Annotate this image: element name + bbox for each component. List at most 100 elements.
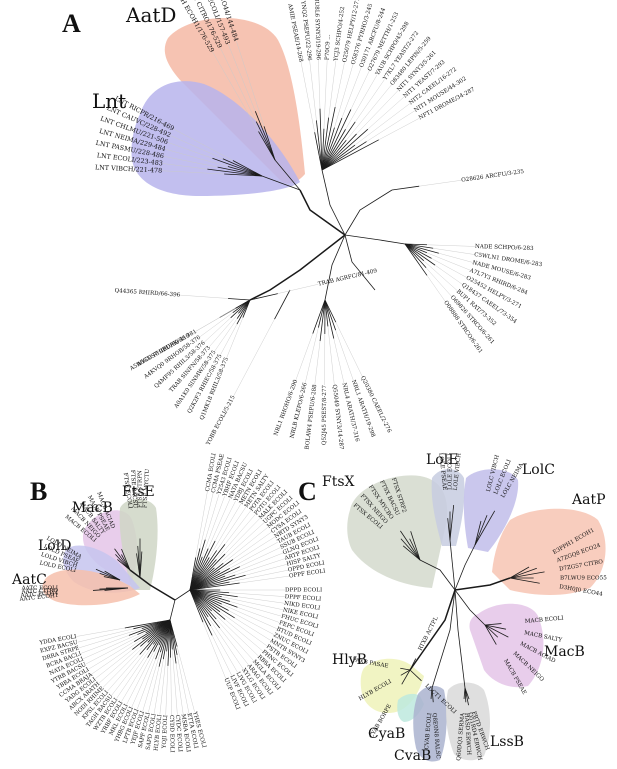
top-guide — [355, 104, 410, 145]
left-lower-guide — [227, 318, 243, 358]
bottom-leaf-label: Q55049 SYNY3/14-287 — [331, 384, 344, 450]
top-guide — [346, 75, 378, 129]
other-bottom-guide — [103, 642, 148, 687]
other-bottom-guide — [172, 649, 177, 714]
top-guide — [301, 62, 315, 132]
other-bottom-guide — [76, 628, 124, 637]
bottom-guide — [296, 334, 313, 380]
backbone-branch — [250, 235, 345, 300]
other-bottom-guide — [171, 658, 172, 715]
other-right-guide — [203, 622, 226, 678]
right-upper-leaf-label: O28626 ARCFU/3-235 — [461, 169, 525, 184]
other-right-guide — [229, 593, 285, 597]
aatp-leaf-label: B7LWU9 ECO55 — [560, 576, 607, 582]
right-guide — [424, 261, 457, 291]
other-top-guide — [225, 511, 251, 545]
bottom-branch — [318, 300, 325, 328]
other-bottom-guide — [81, 635, 129, 653]
internal-branch — [322, 170, 345, 235]
other-right-guide — [211, 626, 238, 672]
other-top-guide — [202, 496, 224, 557]
other-right-guide — [235, 618, 271, 640]
bottom-leaf-label: BOLAW4 PSEPU/6-288 — [305, 384, 319, 450]
top-guide — [368, 97, 404, 129]
other-bottom-guide — [89, 642, 135, 669]
other-top-guide — [215, 501, 235, 541]
bottom-guide — [315, 341, 320, 384]
other-right-guide — [222, 604, 277, 629]
panel-c-letter: C — [298, 477, 317, 506]
ftsx-group-label: FtsX — [322, 474, 355, 490]
panel-b-letter: B — [30, 477, 47, 506]
other-top-guide — [214, 523, 264, 568]
top-leaf-label: P70C9 ... — [325, 34, 332, 60]
top-guide — [335, 62, 344, 107]
right-guide — [427, 275, 445, 301]
bottom-guide — [336, 330, 354, 380]
top-guide — [357, 91, 399, 134]
top-guide — [318, 60, 320, 109]
other-top-guide — [208, 498, 230, 548]
left-lower-guide — [196, 308, 235, 331]
other-bottom-guide — [177, 647, 194, 712]
internal-branch — [432, 590, 455, 688]
internal-branch — [455, 545, 475, 590]
bottom-solo-branch — [275, 290, 290, 319]
top-guide — [346, 85, 391, 140]
right-upper-branch — [392, 186, 419, 190]
left-lower-guide — [204, 318, 230, 342]
other-bottom-guide — [79, 629, 142, 648]
panel-a-tree: E3PPH ECOH1/176-529D7ZGD1 CITRO/176-529L… — [95, 0, 543, 450]
bottom-branch — [325, 300, 334, 338]
top-guide — [379, 118, 419, 139]
right-upper-guide — [419, 180, 461, 186]
left-lower-branch — [231, 300, 250, 318]
internal-branch — [345, 235, 405, 244]
panel-a: A AatD Lnt E3PPH ECOH1/176-529D7ZGD1 CIT… — [62, 0, 543, 450]
top-guide — [355, 79, 384, 121]
other-top-guide — [217, 507, 246, 550]
right-leaf-label: NADE SCHPO/6-283 — [475, 244, 534, 252]
other-right-guide — [238, 597, 284, 604]
left-lower-guide — [200, 313, 233, 337]
other-top-guide — [225, 518, 260, 554]
top-guide — [367, 111, 415, 142]
other-top-guide — [223, 527, 268, 563]
right-branch — [405, 244, 426, 268]
backbone-branch — [300, 190, 345, 235]
right-branch — [405, 244, 435, 265]
other-bottom-guide — [117, 644, 154, 698]
other-bottom-guide — [137, 659, 155, 709]
left-leaf-label: Q44365 RHIRD/66-396 — [114, 288, 180, 299]
bottom-solo-guide — [234, 319, 275, 396]
other-bottom-guide — [176, 663, 183, 714]
internal-branch — [345, 235, 375, 290]
left-lower-guide — [221, 324, 237, 354]
bottom-leaf-label: Q52J45 PSEST/8-277 — [322, 385, 328, 446]
other-bottom-leaf-label: CYDD ECOLI — [168, 715, 175, 753]
other-top-guide — [240, 576, 289, 583]
panel-c: C FtsX LolE LolC AatP MacB HlyB CyaB Cva… — [298, 452, 607, 764]
other-right-guide — [216, 619, 253, 660]
other-right-guide — [220, 612, 267, 646]
hlyb-leaf-label: RTXB ACTPL — [418, 616, 440, 652]
other-top-guide — [225, 553, 283, 576]
top-guide — [324, 60, 327, 129]
left-branch — [250, 294, 278, 300]
internal-branch — [455, 590, 465, 688]
lolc-group-label: LolC — [522, 462, 555, 478]
aatp-group-label: AatP — [571, 492, 606, 508]
other-bottom-guide — [92, 639, 142, 674]
top-leaf-label: Q8U8L6 SYNY3/19-296 — [313, 0, 321, 61]
right-guide — [439, 253, 473, 262]
left-leaf-label: TRAB AGRFC/81-409 — [318, 268, 379, 288]
right-guide — [427, 245, 475, 247]
left-guide — [180, 295, 228, 298]
lssb-group-label: LssB — [490, 734, 524, 750]
internal-branch — [325, 235, 345, 300]
internal-branch — [345, 190, 392, 235]
panel-a-letter: A — [62, 9, 81, 38]
left-guide — [278, 284, 318, 293]
